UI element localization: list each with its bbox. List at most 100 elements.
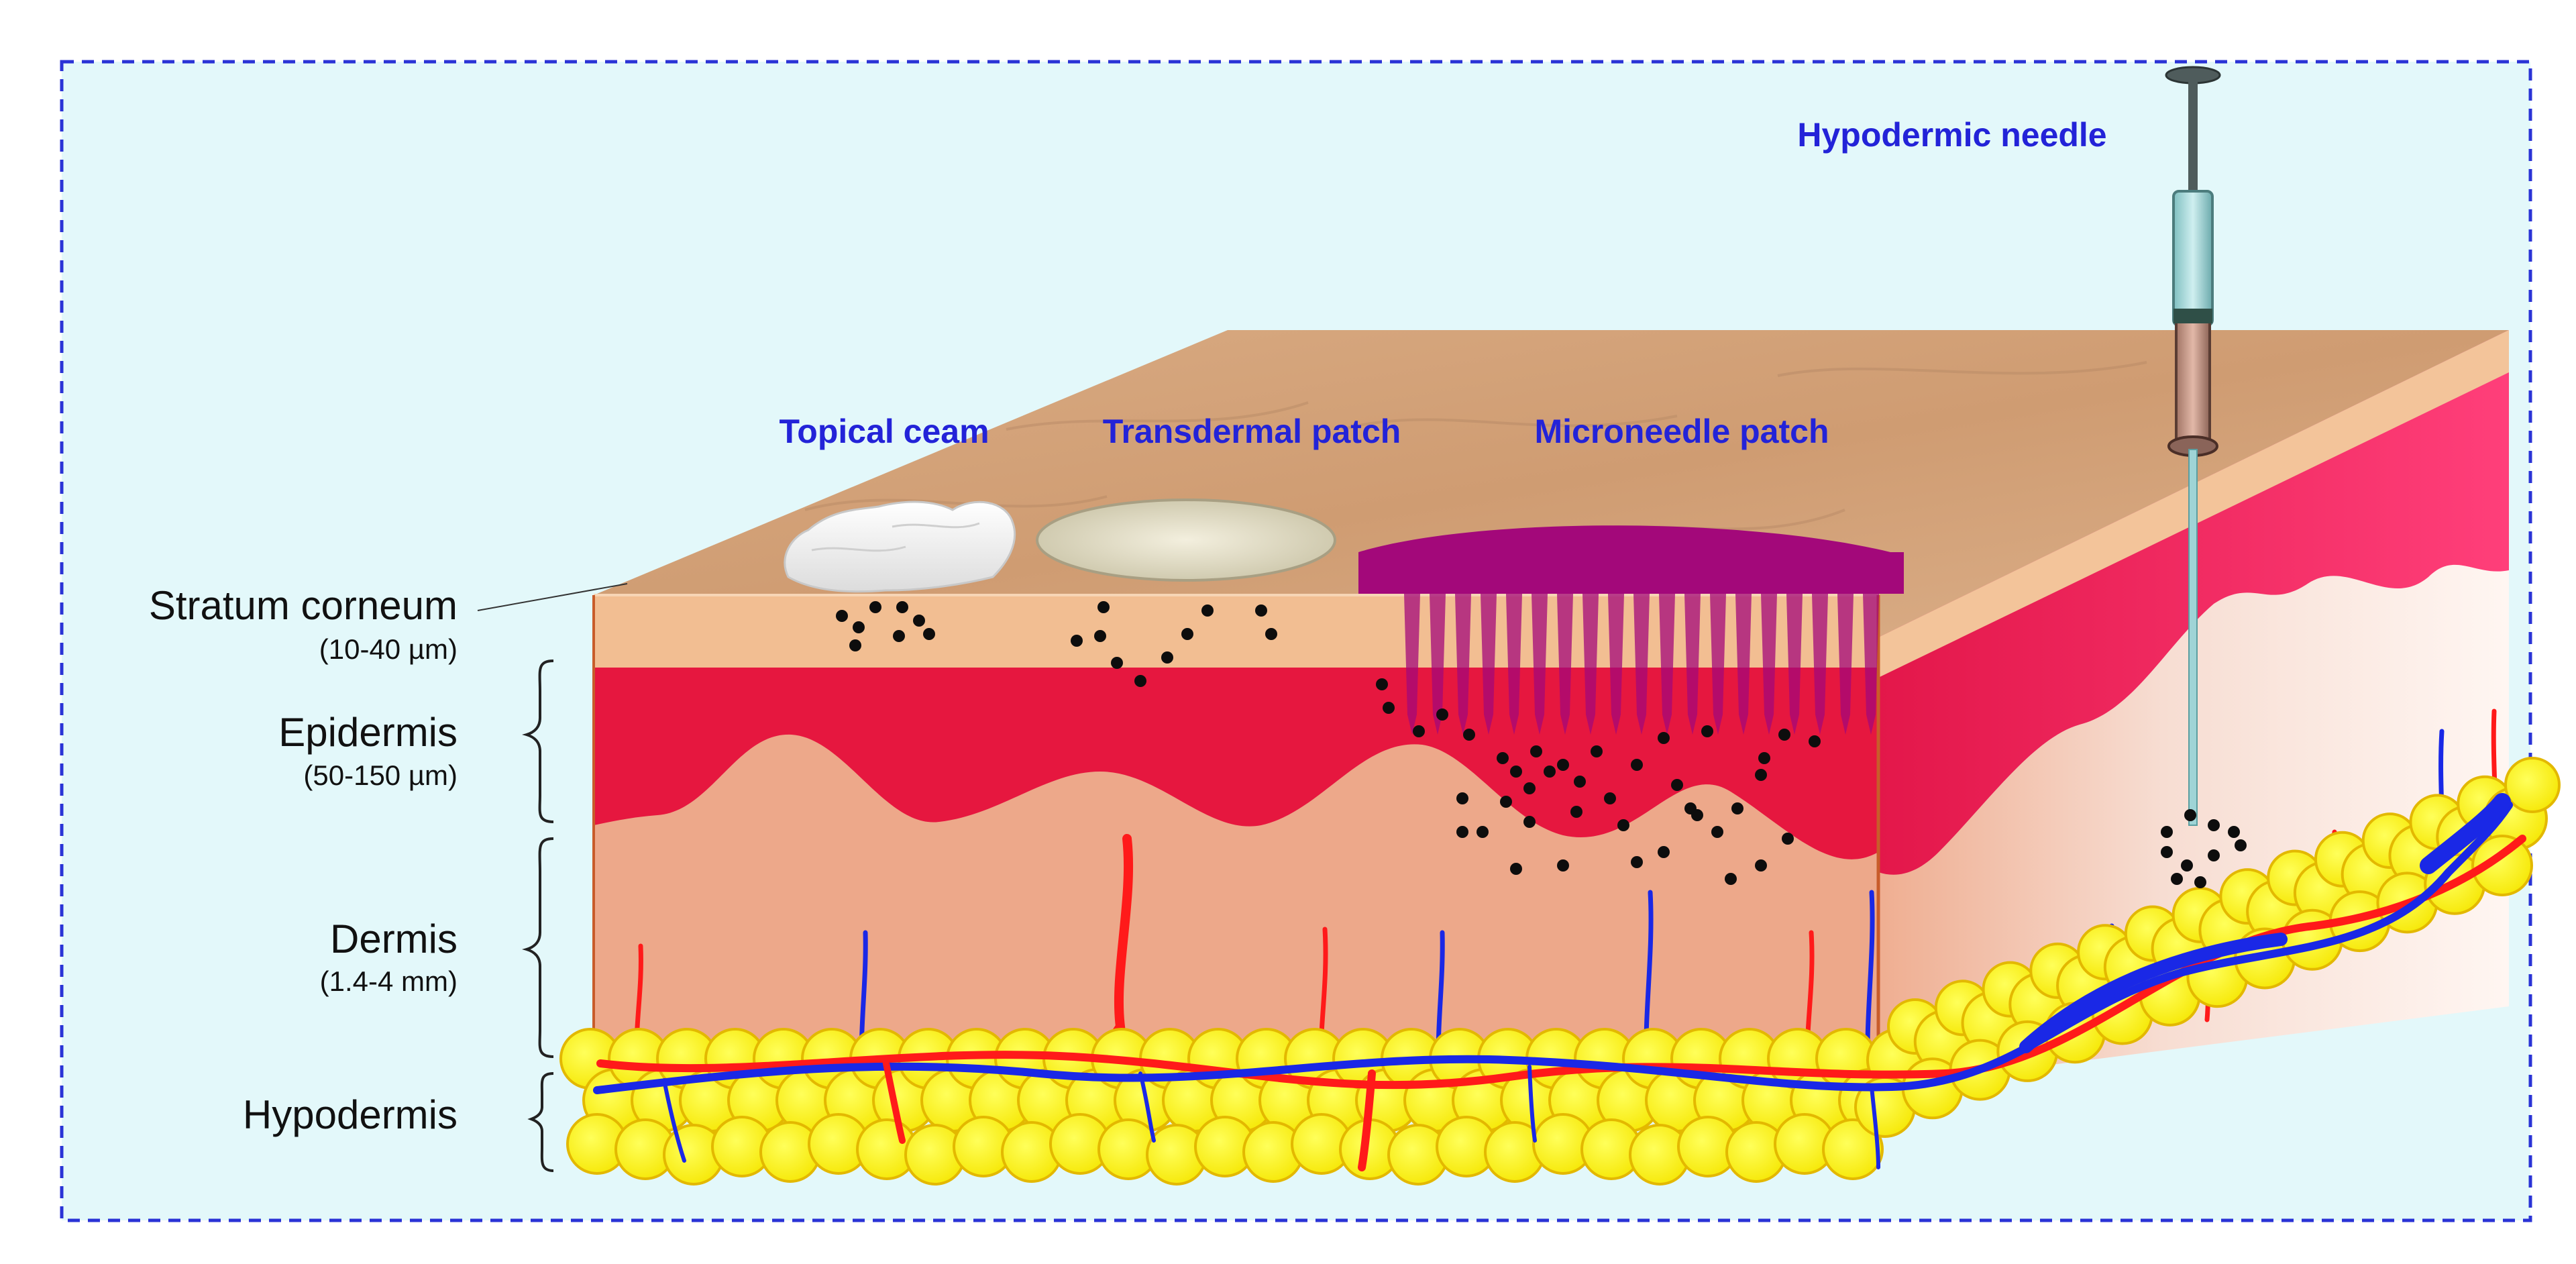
drug-particle [1097, 601, 1110, 613]
drug-particle [923, 628, 935, 640]
drug-particle [913, 615, 925, 627]
method-label-microneedle-patch: Microneedle patch [1535, 413, 1829, 450]
drug-particle [2181, 859, 2193, 872]
drug-particle [1134, 675, 1146, 687]
layer-thickness-stratum-corneum: (10-40 µm) [319, 633, 458, 665]
drug-particle [1557, 859, 1569, 872]
drug-particle [1094, 630, 1106, 642]
drug-particle [1631, 856, 1643, 868]
drug-particle [1631, 759, 1643, 771]
stratum-leader-line [477, 583, 628, 611]
drug-particle [2161, 846, 2173, 858]
microneedle [1582, 594, 1599, 735]
microneedle-icon [1358, 525, 1904, 735]
microneedle [1710, 594, 1726, 735]
drug-particle [1544, 766, 1556, 778]
layer-thickness-epidermis: (50-150 µm) [303, 759, 458, 791]
drug-particle [2235, 839, 2247, 851]
cream-swirl [811, 522, 980, 552]
fat-cell [1822, 1118, 1884, 1180]
fat-cell [2471, 835, 2533, 896]
microneedle [1532, 594, 1548, 735]
drug-particle [1071, 635, 1083, 647]
layer-label-hypodermis: Hypodermis [243, 1092, 458, 1137]
microneedle [1863, 594, 1879, 735]
drug-particle [1463, 729, 1475, 741]
drug-particle [869, 601, 881, 613]
drug-particle [1778, 729, 1790, 741]
drug-particle [849, 639, 861, 651]
microneedle [1455, 594, 1471, 735]
microneedle [1633, 594, 1650, 735]
drug-particle [1413, 725, 1425, 737]
microneedle [1735, 594, 1752, 735]
layer-label-dermis: Dermis [330, 916, 458, 961]
microneedle [1506, 594, 1522, 735]
microneedle [1608, 594, 1624, 735]
syringe-icon [2165, 66, 2221, 826]
layer-thickness-dermis: (1.4-4 mm) [320, 965, 458, 997]
drug-particle [1497, 752, 1509, 764]
drug-particle [1591, 745, 1603, 757]
drug-particle [1436, 708, 1448, 721]
drug-particle [1711, 826, 1723, 838]
microneedle-array [1404, 594, 1879, 735]
drug-particle [1570, 806, 1582, 818]
drug-particle [1731, 802, 1743, 814]
drug-particle [1557, 759, 1569, 771]
hypodermis-fat-layer [559, 757, 2561, 1186]
drug-particle [1510, 863, 1522, 875]
drug-particle [1161, 651, 1173, 664]
microneedle [1786, 594, 1803, 735]
drug-particle [1456, 792, 1468, 804]
drug-particle [1111, 657, 1123, 669]
microneedle [1812, 594, 1828, 735]
drug-particle [2171, 873, 2183, 885]
layer-label-epidermis: Epidermis [278, 710, 458, 755]
drug-particle [1510, 766, 1522, 778]
microneedle [1837, 594, 1854, 735]
drug-particle [1658, 732, 1670, 744]
drug-particle [1809, 735, 1821, 747]
drug-particle [836, 610, 848, 622]
drug-particle [1671, 779, 1683, 791]
drug-particle [1456, 826, 1468, 838]
drug-particle [1523, 782, 1536, 794]
drug-particle [1574, 776, 1586, 788]
drug-particle [896, 601, 908, 613]
blood-vessels [593, 793, 2526, 1171]
drug-particle [1782, 833, 1794, 845]
drug-particle [1530, 745, 1542, 757]
method-label-hypodermic-needle: Hypodermic needle [1797, 116, 2106, 154]
drug-particle [1701, 725, 1713, 737]
method-label-transdermal-patch: Transdermal patch [1103, 413, 1401, 450]
fat-cell [2504, 757, 2561, 813]
cream-icon [784, 501, 1016, 593]
epidermis-front [594, 668, 1878, 859]
skin-surface-texture [804, 361, 2147, 538]
drug-particle [2161, 826, 2173, 838]
drug-particle [1523, 816, 1536, 828]
layer-braces [522, 660, 554, 1172]
method-label-topical-cream: Topical ceam [779, 413, 989, 450]
drug-particle [1500, 796, 1512, 808]
microneedle [1430, 594, 1446, 735]
drug-particle [1658, 846, 1670, 858]
patch-icon [1036, 498, 1336, 582]
drug-particle [1691, 809, 1703, 821]
drug-particle [1265, 628, 1277, 640]
drug-particle [1201, 604, 1214, 617]
microneedle [1404, 594, 1420, 735]
drug-particle [2208, 819, 2220, 831]
vein [593, 801, 2513, 1094]
drug-particle [1181, 628, 1193, 640]
drug-particle [2184, 809, 2196, 821]
drug-particle [1604, 792, 1616, 804]
microneedle [1761, 594, 1777, 735]
artery [596, 835, 2526, 1090]
drug-particle [893, 630, 905, 642]
drug-particle [1755, 859, 1767, 872]
microneedle [1481, 594, 1497, 735]
